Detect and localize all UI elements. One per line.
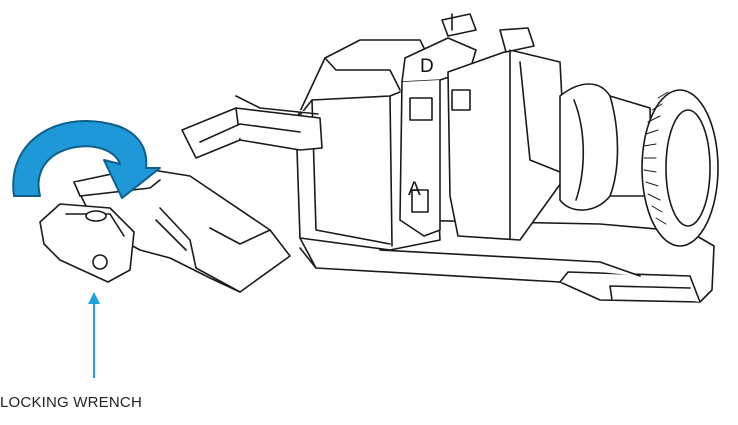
- knob-shaft: [559, 83, 653, 211]
- up-arrow-icon: [88, 292, 100, 378]
- jaw-d-label: D: [420, 56, 434, 77]
- slider-rail: [181, 95, 323, 159]
- jaw-a: [447, 27, 567, 241]
- curved-rotation-arrow-icon: [12, 120, 161, 199]
- locking-wrench: [39, 203, 135, 283]
- locking-wrench-label: LOCKING WRENCH: [0, 394, 142, 411]
- jaw-a-label: A: [408, 179, 421, 200]
- knurled-knob: [641, 89, 719, 247]
